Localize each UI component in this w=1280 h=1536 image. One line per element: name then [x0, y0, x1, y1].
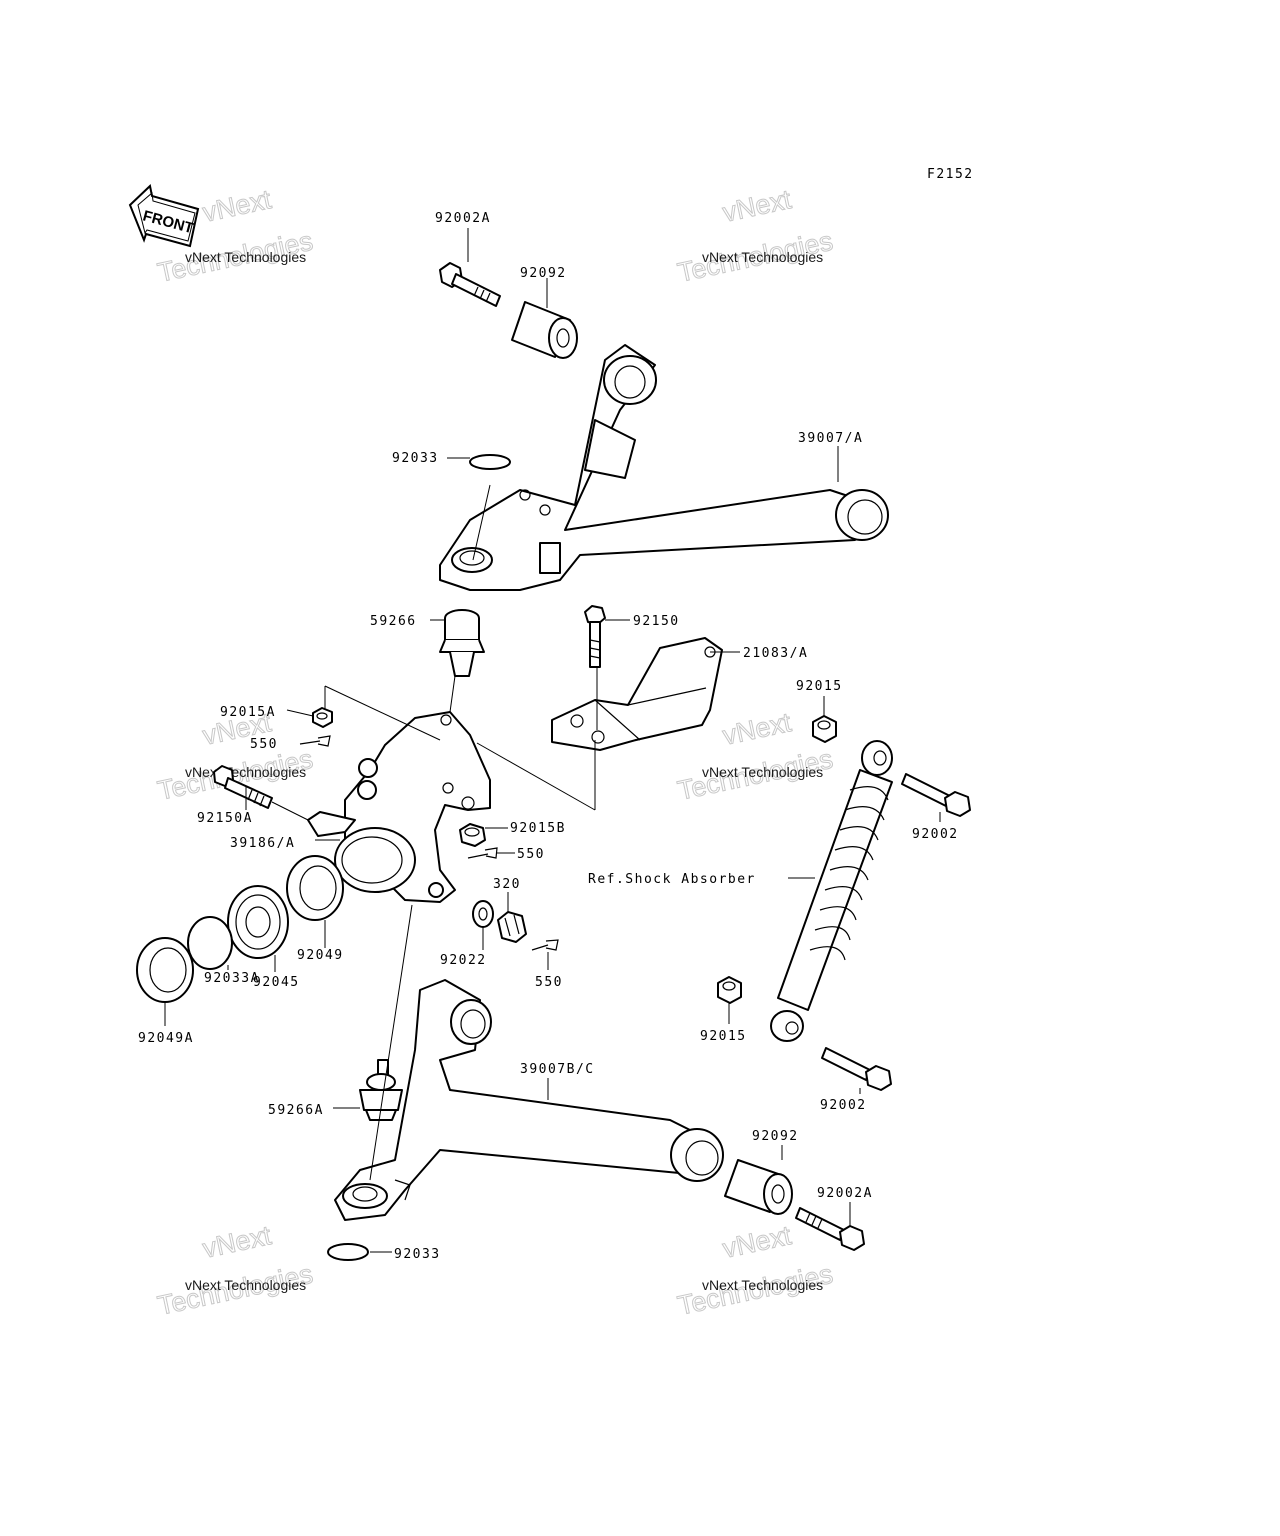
tie-rod-arm: [307, 811, 356, 837]
bolt-92002A-low: [795, 1207, 865, 1251]
label-320: 320: [493, 877, 521, 892]
washer-92022: [472, 900, 494, 928]
label-550-a: 550: [250, 737, 278, 752]
label-92015-mid: 92015: [700, 1029, 747, 1044]
svg-text:vNext: vNext: [720, 1220, 794, 1264]
circlip-92033-top: [469, 454, 511, 470]
label-92092-top: 92092: [520, 266, 567, 281]
watermark-bottom-right: vNext Technologies vNext Technologies: [675, 1220, 836, 1322]
label-92049: 92049: [297, 948, 344, 963]
part-labels: 92002A 92092 92033 39007/A 59266 92150 2…: [138, 211, 959, 1262]
figure-code: F2152: [927, 167, 974, 182]
label-92022: 92022: [440, 953, 487, 968]
label-92015-top: 92015: [796, 679, 843, 694]
label-92002A-low: 92002A: [817, 1186, 873, 1201]
castle-nut-320: [497, 911, 527, 943]
bolt-92150: [584, 605, 606, 668]
svg-text:vNext: vNext: [720, 707, 794, 751]
label-92045: 92045: [253, 975, 300, 990]
label-92015A: 92015A: [220, 705, 276, 720]
front-arrow-icon: FRONT: [128, 184, 200, 248]
svg-text:vNext Technologies: vNext Technologies: [185, 249, 306, 265]
label-92002-right: 92002: [912, 827, 959, 842]
label-92033-top: 92033: [392, 451, 439, 466]
label-ref-shock-absorber: Ref.Shock Absorber: [588, 872, 756, 887]
watermark-bottom-left: vNext Technologies vNext Technologies: [155, 1220, 316, 1322]
bracket-21083A: [551, 637, 723, 751]
svg-text:vNext: vNext: [200, 184, 274, 228]
label-92092-low: 92092: [752, 1129, 799, 1144]
bearing-92045: [227, 885, 289, 959]
ball-joint-59266A: [359, 1059, 403, 1121]
label-92150A: 92150A: [197, 811, 253, 826]
ball-joint-59266: [439, 609, 485, 677]
shock-absorber: [770, 740, 893, 1042]
nut-92015-mid: [717, 976, 742, 1004]
label-59266: 59266: [370, 614, 417, 629]
label-39186A: 39186/A: [230, 836, 295, 851]
watermark-top-right: vNext Technologies vNext Technologies: [675, 184, 836, 289]
svg-text:vNext: vNext: [200, 1220, 274, 1264]
seal-92049A: [136, 937, 194, 1003]
bushing-92092-top: [511, 301, 578, 359]
cotter-pin-550-b: [467, 847, 498, 859]
nut-92015B: [459, 823, 486, 847]
svg-text:vNext Technologies: vNext Technologies: [702, 1277, 823, 1293]
circlip-92033-low: [327, 1243, 369, 1261]
leader-lines: [164, 228, 941, 1253]
upper-a-arm: [439, 344, 889, 591]
nut-92015A: [312, 707, 333, 728]
label-92002-low: 92002: [820, 1098, 867, 1113]
label-92033-low: 92033: [394, 1247, 441, 1262]
label-550-b: 550: [517, 847, 545, 862]
label-92033A: 92033A: [204, 971, 260, 986]
svg-text:vNext Technologies: vNext Technologies: [185, 764, 306, 780]
lower-a-arm: [334, 979, 724, 1221]
bolt-92002-right: [901, 773, 971, 817]
label-550-c: 550: [535, 975, 563, 990]
nut-92015-top: [812, 715, 837, 743]
circlip-92033A: [187, 916, 233, 970]
label-39007A: 39007/A: [798, 431, 863, 446]
label-21083A: 21083/A: [743, 646, 808, 661]
svg-text:vNext Technologies: vNext Technologies: [702, 249, 823, 265]
label-59266A: 59266A: [268, 1103, 324, 1118]
label-92150: 92150: [633, 614, 680, 629]
knuckle-39186A: [334, 711, 491, 903]
label-39007BC: 39007B/C: [520, 1062, 595, 1077]
svg-text:vNext Technologies: vNext Technologies: [702, 764, 823, 780]
cotter-pin-550-a: [299, 735, 331, 747]
bushing-92092-low: [724, 1159, 793, 1215]
svg-text:vNext Technologies: vNext Technologies: [185, 1277, 306, 1293]
label-92049A: 92049A: [138, 1031, 194, 1046]
bolt-92150A: [213, 765, 273, 809]
bolt-92002-low: [821, 1047, 892, 1091]
bolt-92002A-top: [439, 262, 501, 307]
label-92002A-top: 92002A: [435, 211, 491, 226]
cotter-pin-550-c: [531, 939, 559, 951]
seal-92049: [286, 855, 344, 921]
label-92015B: 92015B: [510, 821, 566, 836]
svg-text:vNext: vNext: [720, 184, 794, 228]
